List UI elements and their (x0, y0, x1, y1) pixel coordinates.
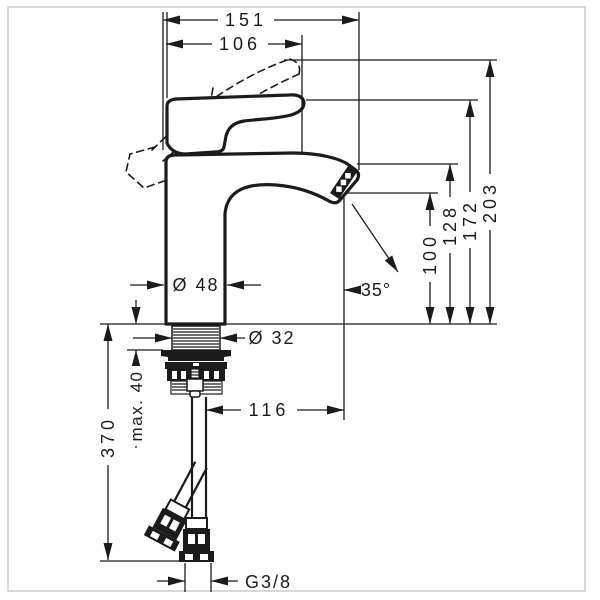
faucet-outline (125, 58, 361, 326)
dim-label-body-diameter: Ø 48 (172, 275, 219, 295)
dim-label-100: 100 (420, 233, 440, 275)
page-border (7, 6, 586, 592)
dim-label-g38: G3/8 (245, 572, 292, 592)
dim-label-151: 151 (225, 10, 267, 30)
mounting-nut-assembly (165, 362, 227, 398)
dim-body-diameter: Ø 48 (130, 275, 261, 295)
dim-height-handle-raised: 203 (480, 60, 500, 324)
dim-label-shank-diameter: Ø 32 (248, 328, 295, 348)
supply-hose-straight (179, 397, 214, 562)
dim-connection-thread: G3/8 (157, 572, 292, 592)
dim-max-mounting-thickness: max. 40 (127, 300, 146, 448)
dim-outlet-angle: 35° (344, 203, 399, 300)
dim-total-width: 151 (163, 10, 359, 30)
under-deck-assembly (143, 325, 231, 562)
base-gasket-flange (161, 350, 231, 361)
dim-below-deck-length: 370 (98, 324, 118, 560)
threaded-shank (171, 325, 221, 351)
dim-spout-reach: 116 (206, 400, 344, 420)
aerator (330, 166, 357, 199)
dim-label-106: 106 (219, 34, 261, 54)
dim-label-max-40: max. 40 (127, 371, 146, 442)
dim-handle-reach: 106 (166, 34, 302, 54)
dim-height-spout: 128 (440, 164, 460, 324)
dim-label-370: 370 (98, 416, 118, 458)
dimension-lines: 151 106 203 172 128 (98, 10, 500, 592)
dim-label-128: 128 (440, 204, 460, 246)
dim-label-203: 203 (480, 181, 500, 223)
dim-shank-diameter: Ø 32 (133, 328, 295, 348)
extension-lines (100, 12, 497, 592)
supply-hose-angled (143, 461, 208, 552)
dim-label-116: 116 (249, 400, 290, 420)
faucet-body-spout (164, 151, 361, 326)
dim-label-172: 172 (460, 199, 480, 241)
dim-label-outlet-angle: 35° (361, 280, 391, 300)
dim-height-outlet: 100 (420, 193, 440, 324)
faucet-handle (165, 93, 306, 156)
dim-height-total: 172 (460, 100, 480, 324)
